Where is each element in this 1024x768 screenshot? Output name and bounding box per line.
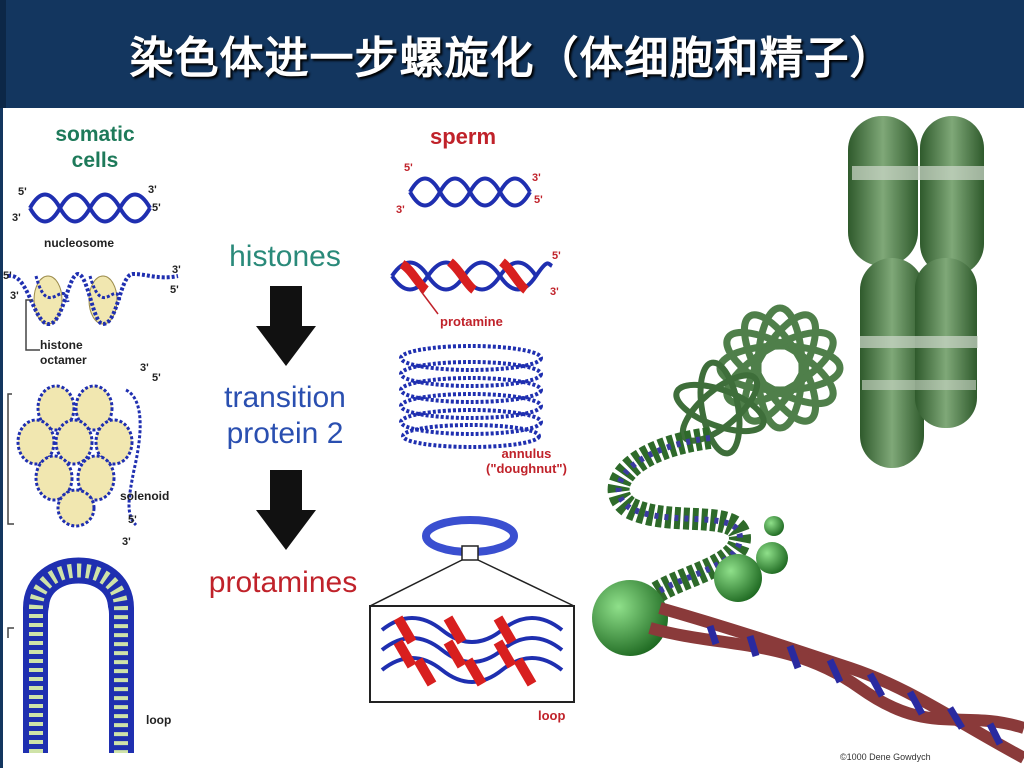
- histones-label: histones: [229, 240, 341, 273]
- histone-octamer-bracket: [25, 299, 40, 351]
- image-credit: ©1000 Dene Gowdych: [840, 752, 931, 762]
- title-bar-edge: [0, 0, 6, 108]
- nucleosome-5prime-left: 5': [3, 270, 12, 282]
- sperm-dna-helix: [408, 176, 532, 208]
- arrow-down-1-icon: [256, 286, 316, 366]
- protamine-label: protamine: [440, 314, 503, 329]
- somatic-loop-label: loop: [146, 713, 172, 727]
- nucleosome-fiber: [7, 271, 179, 327]
- solenoid-5prime-bottom: 5': [128, 514, 137, 526]
- solenoid-label: solenoid: [120, 489, 170, 503]
- sperm-loop-ring: [369, 516, 575, 703]
- somatic-heading: somatic cells: [40, 122, 150, 174]
- sperm-dna-3prime-right: 3': [532, 172, 541, 184]
- title-bar: 染色体进一步螺旋化（体细胞和精子）: [0, 0, 1024, 108]
- protamine-dna-helix: [390, 258, 554, 315]
- protamine-5prime: 5': [552, 250, 561, 262]
- solenoid-5prime-top: 5': [152, 372, 161, 384]
- somatic-dna-3prime-right: 3': [148, 184, 157, 196]
- sperm-loop-label: loop: [538, 708, 566, 723]
- somatic-loop-diagram: [7, 557, 134, 753]
- nucleosome-label: nucleosome: [44, 236, 115, 250]
- somatic-heading-line1: somatic: [55, 123, 135, 146]
- protamines-label: protamines: [208, 566, 358, 599]
- somatic-dna-5prime-left: 5': [18, 186, 27, 198]
- nucleosome-3prime-right: 3': [172, 264, 181, 276]
- nucleosome-5prime-right: 5': [170, 284, 179, 296]
- annulus-coil: [399, 344, 543, 449]
- histone-octamer-label: histone octamer: [40, 338, 87, 368]
- annulus-label: annulus ("doughnut"): [486, 446, 567, 476]
- arrow-down-2-icon: [256, 470, 316, 550]
- chromosome-3d-illustration: [592, 116, 1024, 764]
- histone-octamer-line2: octamer: [40, 353, 87, 367]
- protamine-3prime: 3': [550, 286, 559, 298]
- histone-octamer-line1: histone: [40, 338, 83, 352]
- solenoid-3prime-top: 3': [140, 362, 149, 374]
- solenoid-diagram: [7, 384, 142, 528]
- sperm-heading: sperm: [430, 124, 497, 149]
- sperm-dna-3prime-left: 3': [396, 204, 405, 216]
- annulus-line1: annulus: [501, 446, 552, 461]
- somatic-dna-3prime-left: 3': [12, 212, 21, 224]
- left-rule: [0, 108, 3, 768]
- transition-line2: protein 2: [226, 417, 344, 450]
- somatic-dna-helix: [28, 192, 152, 224]
- transition-line1: transition: [224, 381, 346, 414]
- solenoid-3prime-bottom: 3': [122, 536, 131, 548]
- slide-title: 染色体进一步螺旋化（体细胞和精子）: [129, 33, 895, 84]
- somatic-heading-line2: cells: [71, 149, 119, 172]
- transition-protein-label: transition protein 2: [200, 380, 370, 452]
- sperm-dna-5prime-left: 5': [404, 162, 413, 174]
- nucleosome-3prime-left: 3': [10, 290, 19, 302]
- annulus-line2: ("doughnut"): [486, 461, 567, 476]
- sperm-dna-5prime-right: 5': [534, 194, 543, 206]
- somatic-dna-5prime-right: 5': [152, 202, 161, 214]
